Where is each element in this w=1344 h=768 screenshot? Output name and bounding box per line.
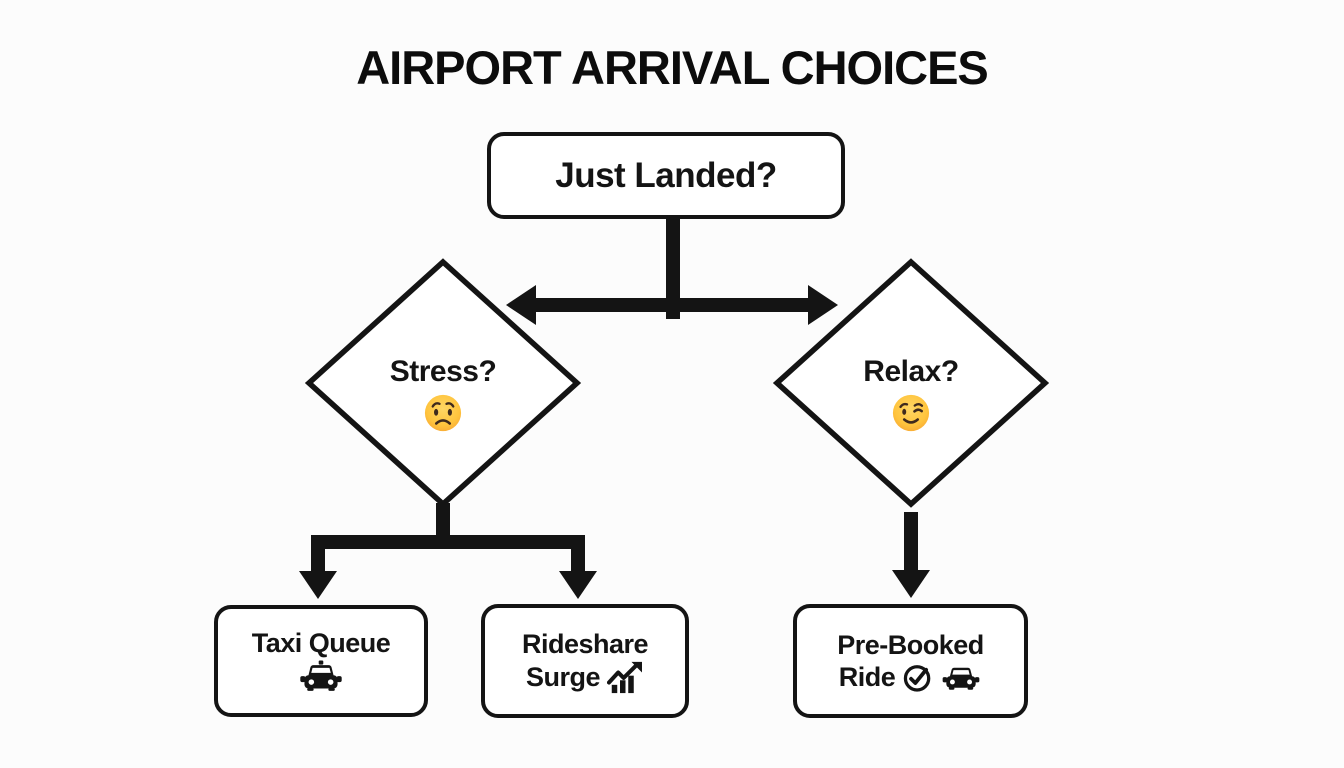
node-stress-label: Stress? — [389, 354, 497, 388]
node-rideshare-label-line2: Surge — [525, 661, 601, 692]
winking-face-emoji — [892, 394, 930, 431]
arrowhead-left-icon — [506, 285, 536, 325]
arrowhead-right-icon — [808, 285, 838, 325]
connector-to-rideshare — [571, 535, 585, 573]
connector-root-crossbar — [534, 298, 810, 312]
taxi-front-icon — [300, 660, 342, 691]
node-prebooked-ride: Pre-Booked Ride — [793, 604, 1028, 718]
node-rideshare-surge: Rideshare Surge — [481, 604, 689, 718]
node-rideshare-label-line1: Rideshare — [521, 629, 649, 660]
chart-increasing-icon — [607, 661, 643, 693]
arrowhead-rideshare-icon — [559, 571, 597, 599]
node-relax-label: Relax? — [863, 354, 959, 388]
node-stress-decision: Stress? — [304, 258, 582, 508]
arrowhead-prebooked-icon — [892, 570, 930, 598]
node-taxi-queue-label: Taxi Queue — [251, 628, 391, 659]
node-relax-decision: Relax? — [772, 258, 1050, 508]
connector-root-stem — [666, 219, 680, 319]
node-just-landed: Just Landed? — [487, 132, 845, 219]
node-prebooked-label-line2: Ride — [838, 662, 896, 692]
worried-face-emoji — [424, 394, 462, 431]
arrowhead-taxi-icon — [299, 571, 337, 599]
check-circle-icon — [904, 664, 931, 692]
connector-to-taxi — [311, 535, 325, 573]
page-title: AIRPORT ARRIVAL CHOICES — [356, 41, 989, 94]
car-front-icon — [942, 667, 980, 690]
node-just-landed-label: Just Landed? — [555, 155, 777, 195]
connector-relax-stem — [904, 512, 918, 572]
node-prebooked-label-line1: Pre-Booked — [837, 629, 984, 660]
diamond-shape — [772, 258, 1050, 508]
node-taxi-queue: Taxi Queue — [214, 605, 428, 717]
connector-stress-crossbar — [311, 535, 585, 549]
